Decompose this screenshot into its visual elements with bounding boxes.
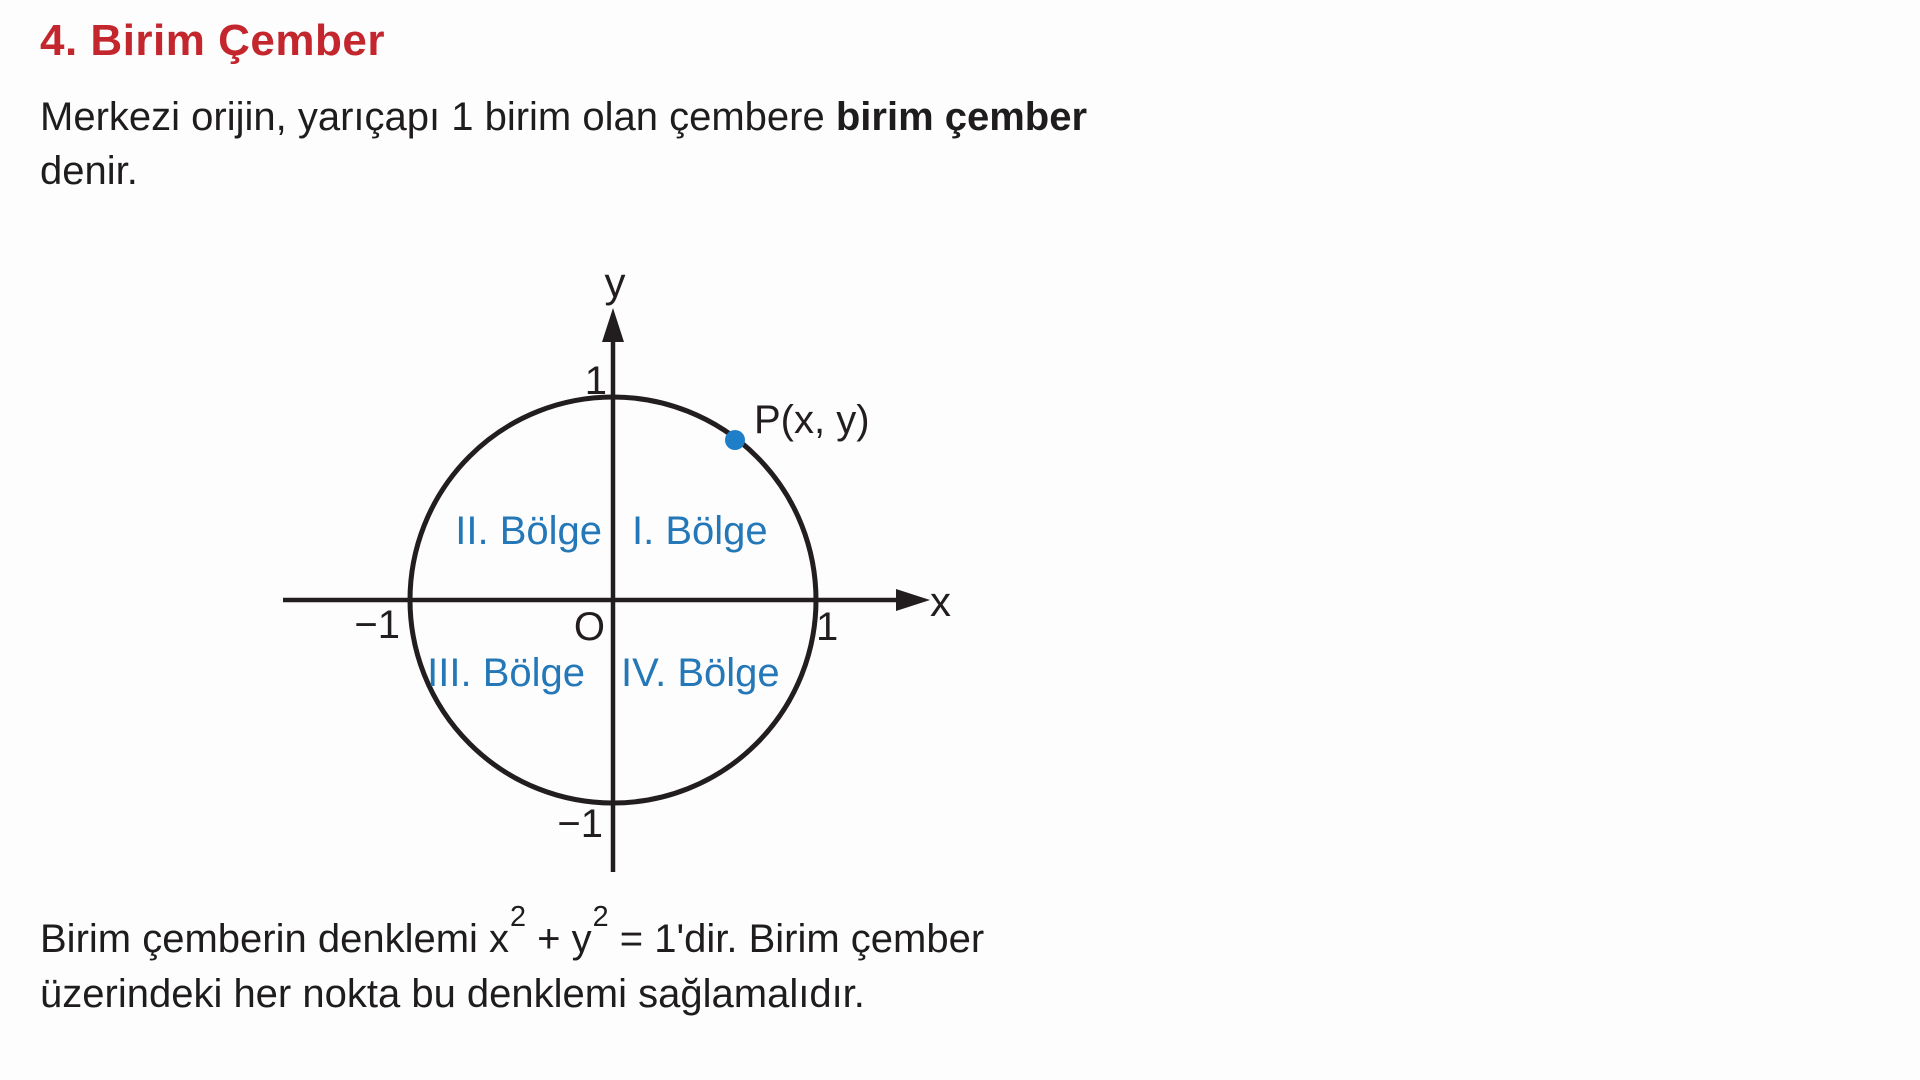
- intro-paragraph: Merkezi orijin, yarıçapı 1 birim olan çe…: [40, 90, 1160, 198]
- quadrant-4-label: IV. Bölge: [621, 651, 780, 695]
- intro-text-before: Merkezi orijin, yarıçapı 1 birim olan çe…: [40, 95, 836, 139]
- equation-exponent-1: 2: [510, 901, 527, 934]
- origin-label: O: [573, 605, 605, 649]
- y-axis-arrowhead: [602, 308, 624, 342]
- point-p-dot: [725, 430, 745, 450]
- equation-text-3: = 1'dir. Birim çember üzerindeki her nok…: [40, 917, 985, 1016]
- unit-circle-figure: y x 1 −1 O 1 −1 P(x, y) II. Bölge I. Böl…: [240, 260, 1020, 905]
- unit-circle-drawing: [283, 308, 930, 872]
- quadrant-3-label: III. Bölge: [427, 651, 585, 695]
- point-p-label: P(x, y): [754, 398, 870, 442]
- section-heading: 4. Birim Çember: [40, 16, 385, 65]
- intro-text-after: denir.: [40, 149, 138, 193]
- intro-bold-term: birim çember: [835, 95, 1088, 139]
- equation-paragraph: Birim çemberin denklemi x2 + y2 = 1'dir.…: [40, 903, 1100, 1022]
- y-tick-minus-1: −1: [557, 802, 603, 846]
- equation-exponent-2: 2: [592, 901, 609, 934]
- x-axis-arrowhead: [896, 589, 930, 611]
- quadrant-1-label: I. Bölge: [632, 509, 768, 553]
- x-tick-1: 1: [816, 605, 839, 649]
- quadrant-2-label: II. Bölge: [455, 509, 602, 553]
- y-axis-label: y: [604, 259, 626, 306]
- equation-text-1: Birim çemberin denklemi x: [40, 917, 510, 961]
- equation-text-2: + y: [526, 917, 592, 961]
- y-tick-1: 1: [584, 359, 607, 403]
- x-tick-minus-1: −1: [354, 603, 400, 647]
- x-axis-label: x: [930, 578, 951, 625]
